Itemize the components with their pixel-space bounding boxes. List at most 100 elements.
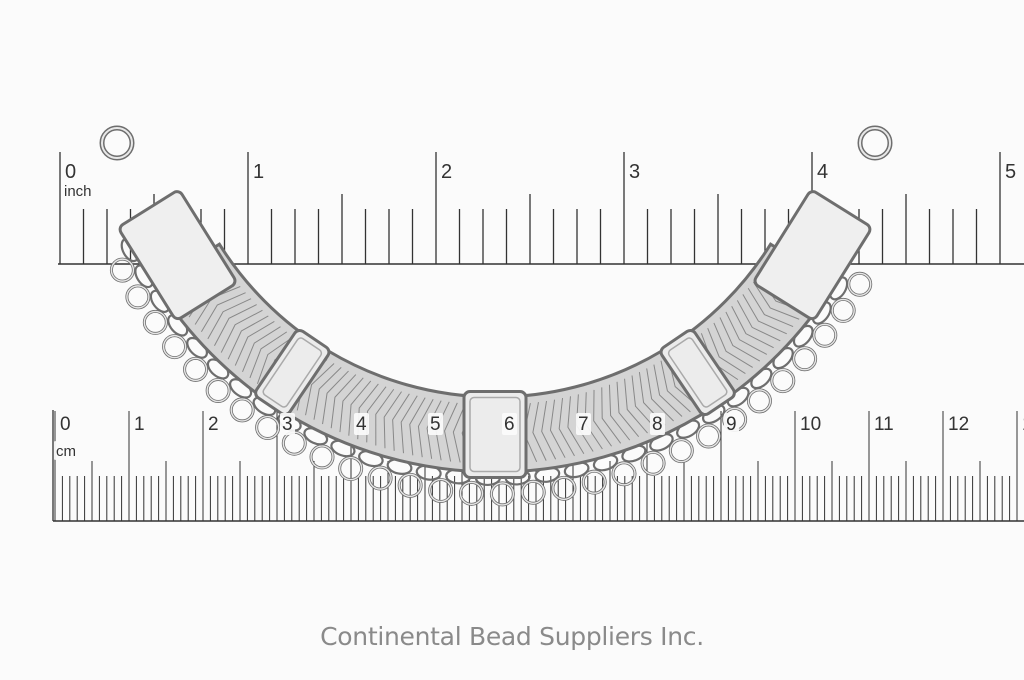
chevron-texture [426, 400, 442, 459]
filigree-loop-highlight [206, 378, 230, 403]
inch-label: 1 [253, 161, 264, 183]
center-setting [462, 390, 528, 479]
filigree-loop-highlight [255, 415, 280, 440]
chevron-texture [713, 322, 753, 368]
cm-label: 1 [134, 414, 145, 435]
filigree-loop-highlight [696, 424, 721, 448]
cm-label-backdrop [798, 413, 824, 435]
chevron-texture [593, 389, 612, 447]
chevron-texture [242, 326, 281, 373]
cm-label-backdrop [206, 413, 221, 435]
chevron-texture [339, 377, 364, 433]
chevron-texture [214, 304, 257, 347]
chevron-texture [305, 363, 335, 416]
cm-label: 7 [578, 414, 589, 435]
cm-label-backdrop [872, 413, 898, 435]
inch-unit-label: inch [64, 183, 92, 200]
chevron-texture [753, 281, 800, 320]
cm-label: 9 [726, 414, 737, 435]
chevron-texture [601, 387, 622, 444]
chevron-texture [653, 364, 683, 417]
inch-label: 2 [441, 161, 452, 183]
cm-label: 13 [1022, 414, 1024, 435]
filigree-loop-highlight [162, 334, 187, 359]
chevron-texture [207, 298, 252, 340]
filigree-loop-highlight [490, 482, 515, 506]
chevron-texture [532, 402, 547, 461]
cm-label: 6 [504, 414, 515, 435]
chevron-texture [234, 320, 275, 366]
filigree-loop-highlight [521, 480, 545, 504]
chevron-texture [616, 381, 640, 438]
chevron-texture [348, 380, 372, 436]
chevron-texture [725, 311, 768, 355]
chevron-texture [631, 375, 657, 430]
chevron-texture [249, 331, 288, 379]
chevron-texture [313, 367, 342, 420]
filigree-loop-highlight [338, 456, 363, 481]
filigree-loop-highlight [771, 368, 795, 393]
cm-label-backdrop [132, 413, 147, 435]
inch-label: 4 [817, 161, 828, 183]
filigree-loop-highlight [398, 473, 422, 498]
chevron-texture [409, 397, 426, 456]
cm-label: 12 [948, 414, 969, 435]
cm-label-backdrop [58, 413, 73, 435]
cm-label-backdrop [946, 413, 972, 435]
chevron-texture [660, 360, 691, 413]
chevron-texture [707, 328, 746, 375]
cm-label: 5 [430, 414, 441, 435]
right-setting-inset [667, 337, 728, 408]
chevron-texture [747, 288, 794, 328]
necklace-collar-pendant [99, 125, 893, 507]
chevron-texture [322, 370, 349, 425]
inch-label: 5 [1005, 161, 1016, 183]
cm-label-backdrop [502, 413, 517, 435]
chevron-texture [731, 306, 774, 349]
inch-label: 0 [65, 161, 76, 183]
filigree-loop-highlight [813, 323, 837, 347]
chevron-texture [330, 374, 357, 429]
cm-label: 8 [652, 414, 663, 435]
center-setting-inset [469, 396, 521, 473]
chevron-texture [417, 398, 434, 458]
chevron-texture [736, 300, 781, 342]
chevron-texture [227, 315, 269, 360]
cm-label: 11 [874, 414, 894, 435]
chevron-texture [256, 336, 294, 384]
right-end-cap [753, 190, 872, 321]
chevron-texture [200, 292, 246, 333]
chevron-texture [608, 384, 631, 441]
left-setting [254, 329, 331, 417]
chevron-texture [220, 309, 263, 353]
watermark-caption: Continental Bead Suppliers Inc. [320, 622, 704, 651]
cm-label-backdrop [650, 413, 665, 435]
filigree-loop-highlight [792, 347, 817, 371]
filigree-loop-highlight [110, 258, 135, 282]
filigree-loop-highlight [368, 466, 392, 490]
chevron-texture [375, 388, 395, 446]
cm-unit-backdrop [54, 441, 84, 460]
left-bail-ring-highlight [101, 127, 133, 159]
cm-label: 3 [282, 414, 293, 435]
cm-label-backdrop [576, 413, 591, 435]
filigree-loop-highlight [612, 462, 636, 486]
cm-label-backdrop [280, 413, 295, 435]
cm-label: 4 [356, 414, 367, 435]
chevron-texture [567, 396, 585, 455]
cm-label-backdrop [724, 413, 739, 435]
cm-unit-label: cm [56, 443, 76, 460]
inch-label: 3 [629, 161, 640, 183]
chevron-texture [541, 400, 557, 460]
chevron-texture [452, 403, 466, 463]
filigree-loop-highlight [143, 310, 168, 335]
chevron-texture [558, 398, 575, 457]
chevron-texture [742, 294, 787, 335]
cm-label: 0 [60, 414, 71, 435]
filigree-loop-highlight [641, 451, 665, 475]
chevron-texture [392, 393, 410, 451]
right-setting [659, 329, 736, 417]
filigree-loop-highlight [552, 476, 576, 501]
